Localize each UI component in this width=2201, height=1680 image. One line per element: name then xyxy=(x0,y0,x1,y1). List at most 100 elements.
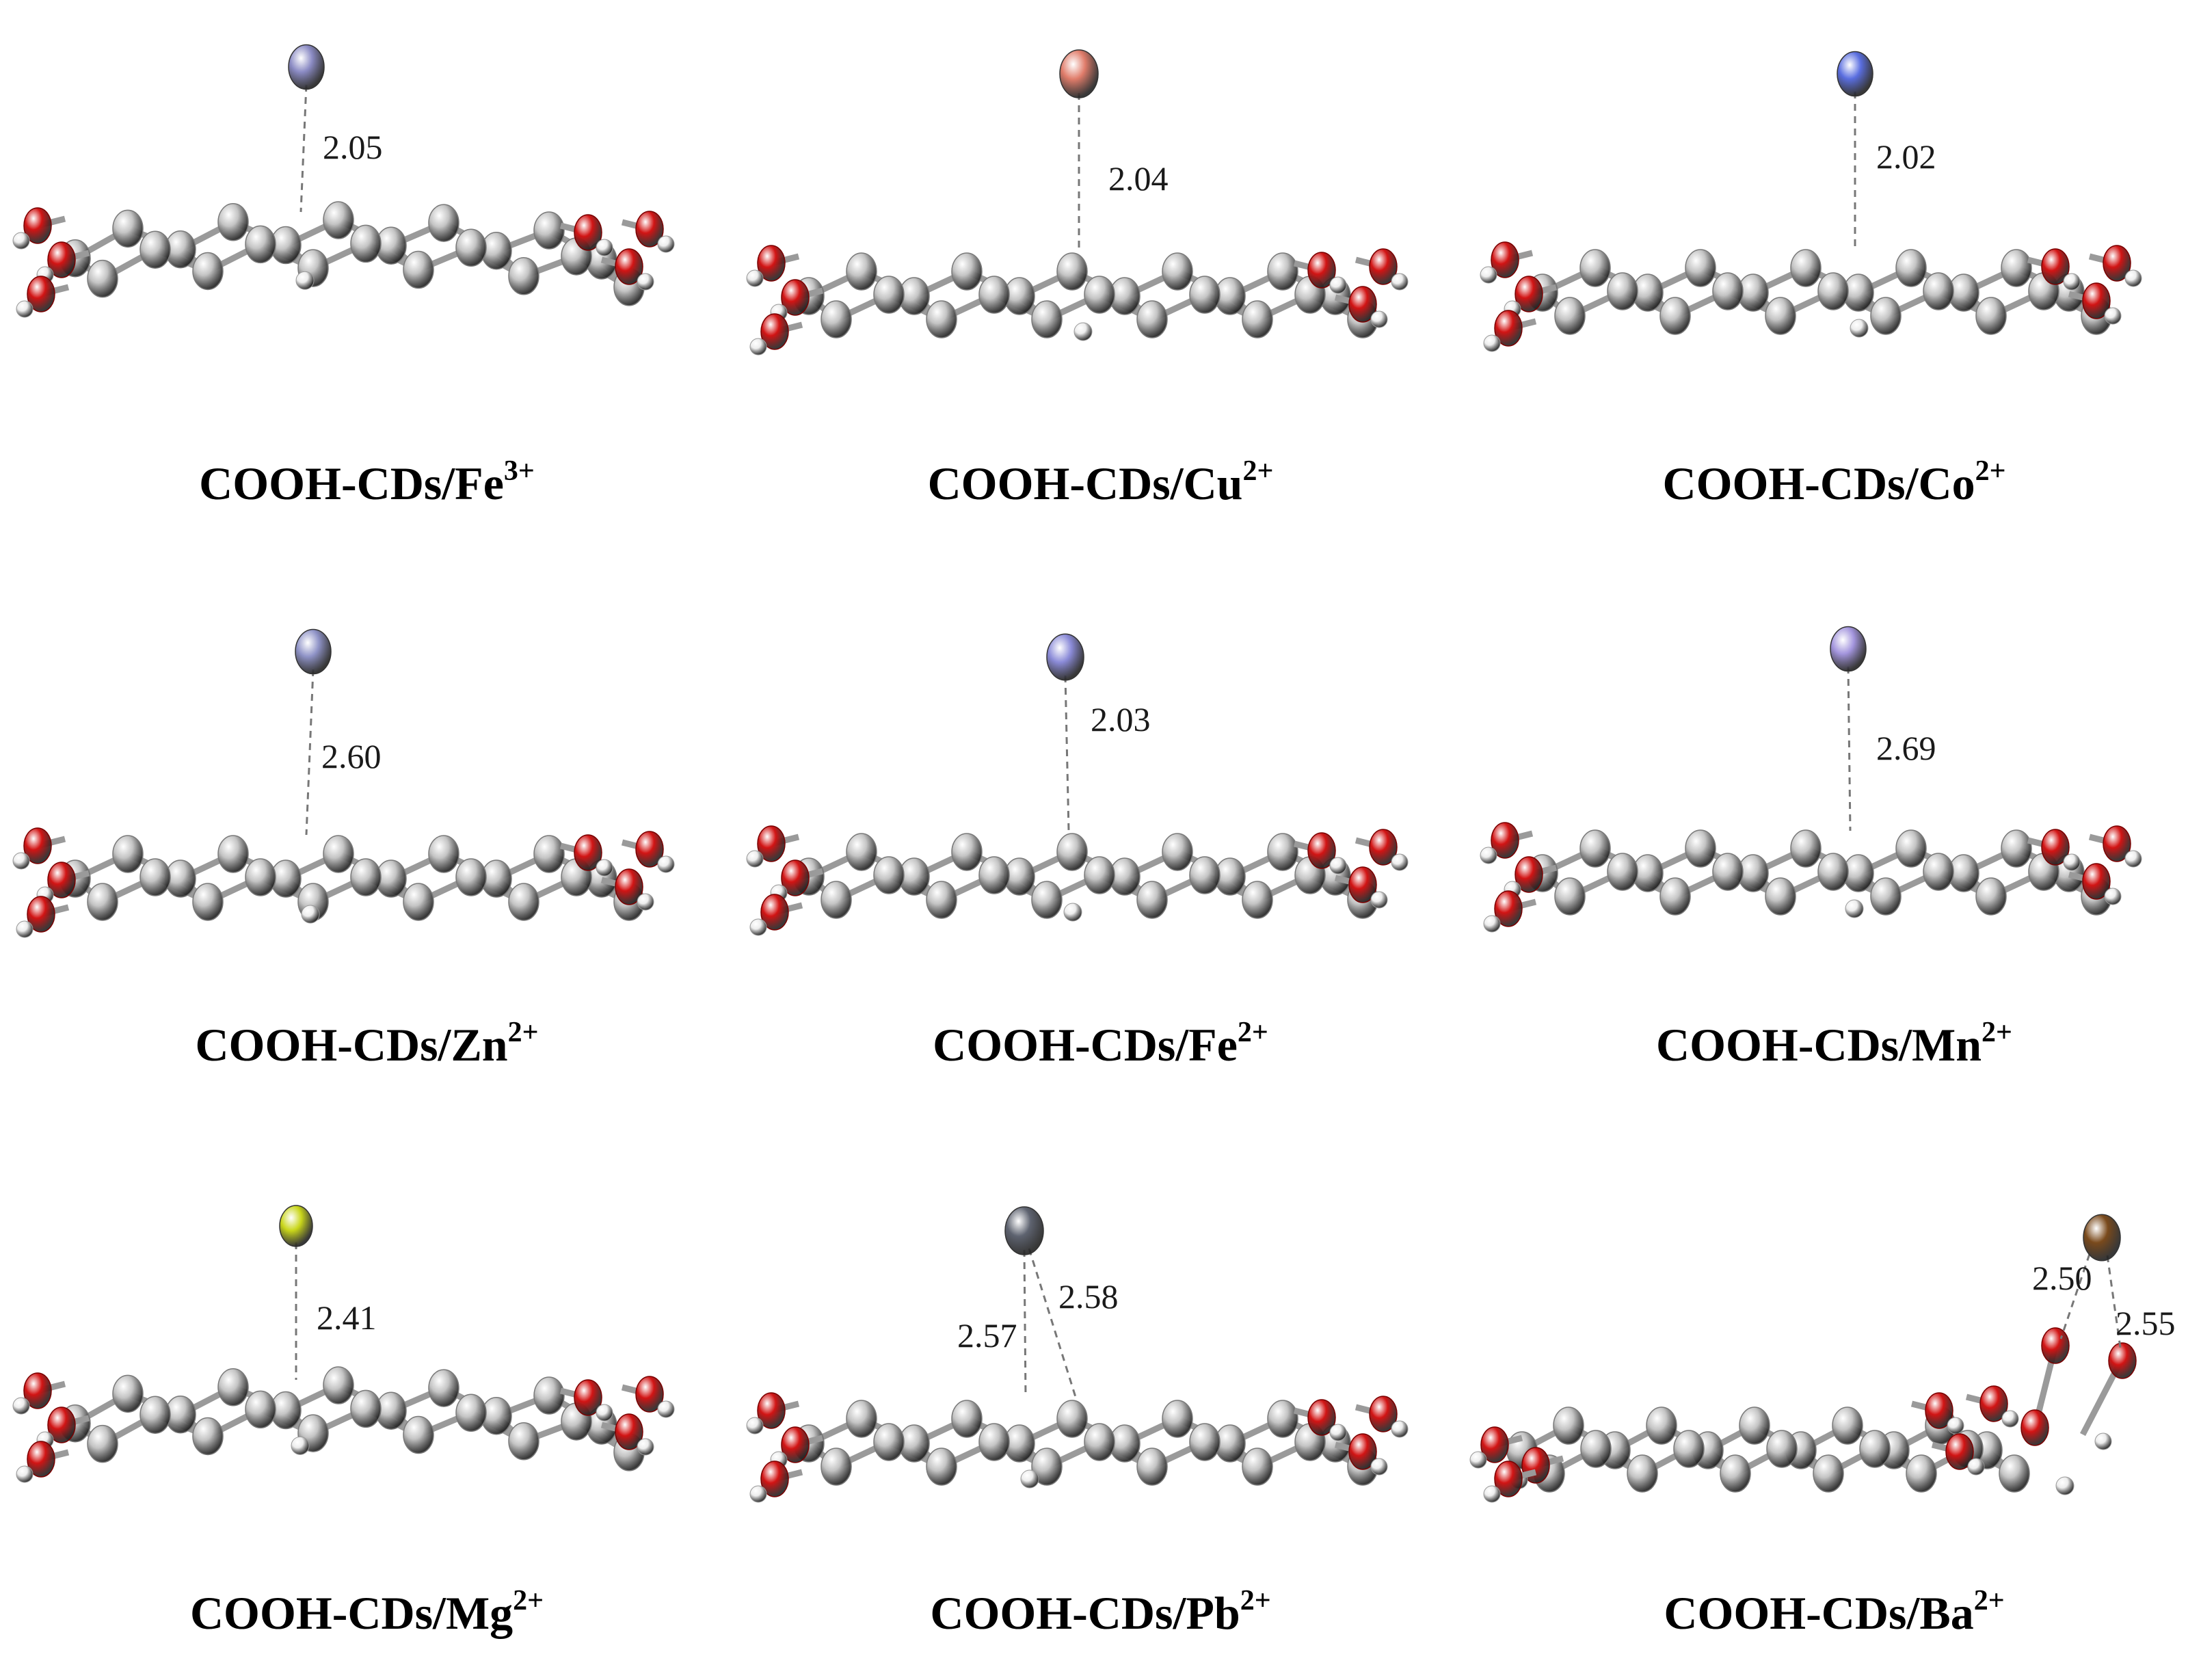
oxygen-atom xyxy=(757,825,786,862)
carbon-atom xyxy=(1189,276,1220,314)
oxygen-atom xyxy=(2108,1342,2137,1379)
metal-ion xyxy=(288,44,325,90)
panel-zn2: 2.60 COOH-CDs/Zn2+ xyxy=(0,560,734,1120)
hydrogen-atom xyxy=(2001,1410,2019,1428)
carbon-atom xyxy=(2001,249,2032,287)
coordination-bond xyxy=(2106,1255,2122,1353)
carbon-atom xyxy=(1162,833,1193,871)
carbon-atom xyxy=(245,858,276,896)
oxygen-atom xyxy=(781,1426,810,1463)
carbon-atom xyxy=(1162,1400,1193,1438)
oxygen-atom xyxy=(1515,276,1543,312)
coordination-bond xyxy=(299,84,308,213)
oxygen-atom xyxy=(2082,282,2111,319)
hydrogen-atom xyxy=(657,235,675,253)
carbon-atom xyxy=(1817,853,1849,891)
coordination-bond xyxy=(1023,1249,1027,1398)
hydrogen-atom xyxy=(2104,307,2122,325)
oxygen-atom xyxy=(635,831,664,868)
hydrogen-atom xyxy=(1063,903,1082,922)
carbon-atom xyxy=(455,228,487,267)
carbon-atom xyxy=(1267,1400,1298,1438)
carbon-atom xyxy=(508,883,539,921)
hydrogen-atom xyxy=(1483,915,1501,933)
carbon-atom xyxy=(1999,1454,2030,1493)
bond-distance-label: 2.41 xyxy=(317,1298,377,1337)
carbon-atoms xyxy=(793,1400,1378,1486)
carbon-atom xyxy=(1720,1454,1751,1493)
carbon-atom xyxy=(1739,1406,1770,1445)
carbon-atom xyxy=(873,276,905,314)
carbon-atom xyxy=(1267,833,1298,871)
carbon-atoms xyxy=(1527,249,2112,335)
carbon-atom xyxy=(951,252,983,291)
carbon-atom xyxy=(873,1423,905,1461)
carbon-atom xyxy=(192,883,224,921)
hydrogen-atom xyxy=(1850,319,1869,338)
oxygen-atom xyxy=(1945,1433,1974,1470)
oxygen-atom xyxy=(1348,1433,1377,1470)
oxygen-atom xyxy=(23,207,52,244)
molecule-mn2: 2.69 xyxy=(1480,626,2142,933)
carbon-atom xyxy=(1189,1423,1220,1461)
carbon-atom xyxy=(1673,1430,1705,1468)
hydrogen-atom xyxy=(1391,1420,1409,1438)
carbon-atom xyxy=(1627,1454,1658,1493)
carbon-atom xyxy=(1242,1448,1273,1486)
oxygen-atom xyxy=(1480,1426,1509,1463)
panel-fe2: 2.03 COOH-CDs/Fe2+ xyxy=(734,560,1467,1120)
carbon-atom xyxy=(1790,829,1822,868)
hydrogen-atom xyxy=(746,850,764,868)
oxygen-atom xyxy=(1979,1385,2008,1422)
oxygen-atom xyxy=(47,241,76,278)
hydrogen-atom xyxy=(291,1436,310,1455)
carbon-atom xyxy=(217,203,249,241)
coordination-bond xyxy=(1028,1248,1077,1398)
carbon-atom xyxy=(1031,300,1063,338)
carbon-atom xyxy=(1895,249,1927,287)
carbon-atom xyxy=(323,1366,354,1404)
metal-ion xyxy=(1059,49,1099,98)
hydrogen-atom xyxy=(596,1404,613,1422)
carbon-atom xyxy=(926,1448,957,1486)
carbon-atom xyxy=(323,201,354,239)
carbon-atom xyxy=(1765,297,1796,335)
carbon-atom xyxy=(533,1376,565,1415)
bond-distance-label: 2.02 xyxy=(1876,137,1936,176)
oxygen-atom xyxy=(2020,1409,2049,1446)
carbon-atom xyxy=(1579,249,1611,287)
charge-superscript: 2+ xyxy=(1982,1017,2012,1048)
hydrogen-atom xyxy=(1391,273,1409,291)
label-text: COOH-CDs/Co xyxy=(1662,457,1975,509)
hydrogen-atom xyxy=(301,905,320,924)
hydrogen-atom xyxy=(1845,899,1864,918)
bond-distance-label: 2.58 xyxy=(1058,1277,1119,1316)
carbon-atom xyxy=(821,881,852,919)
oxygen-atom xyxy=(27,1441,55,1478)
carbon-atom xyxy=(951,1400,983,1438)
oxygen-atom xyxy=(2082,863,2111,900)
hydrogen-atom xyxy=(1469,1451,1487,1469)
carbon-atoms xyxy=(59,201,645,306)
carbon-atom xyxy=(1031,1448,1063,1486)
carbon-atom xyxy=(87,883,118,921)
carbon-atom xyxy=(87,1424,118,1463)
metal-ion xyxy=(1830,626,1867,672)
molecule-co2: 2.02 xyxy=(1480,51,2142,352)
carbon-atom xyxy=(428,1369,459,1407)
carbon-atom xyxy=(1136,881,1168,919)
carbon-atom xyxy=(403,883,434,921)
carbon-atom xyxy=(951,833,983,871)
carbon-atom xyxy=(1766,1430,1798,1468)
carbon-atom xyxy=(1813,1454,1844,1493)
carbon-atom xyxy=(1923,853,1954,891)
oxygen-atom xyxy=(781,859,810,896)
hydrogen-atom xyxy=(12,1397,30,1415)
bond-distance-label: 2.55 xyxy=(2116,1304,2176,1342)
carbon-atom xyxy=(1056,252,1088,291)
bond-distance-label: 2.03 xyxy=(1091,700,1151,738)
coordination-bond xyxy=(1064,675,1070,831)
hydrogen-atom xyxy=(637,893,654,911)
hydrogen-atom xyxy=(1329,857,1347,875)
